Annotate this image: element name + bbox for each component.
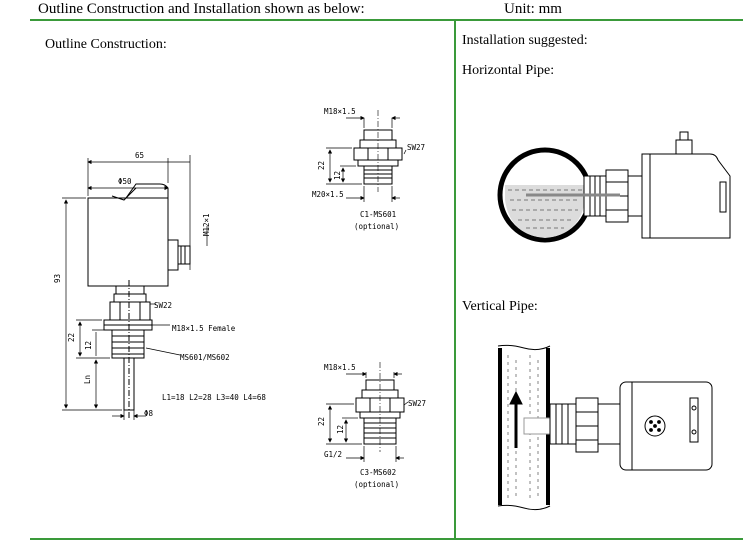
fitting-c3 bbox=[355, 362, 405, 452]
c3-dim-12: 12 bbox=[336, 425, 345, 434]
vertical-sensor-body bbox=[619, 381, 713, 471]
bottom-rule bbox=[30, 538, 743, 540]
dim-ln: Ln bbox=[83, 375, 92, 384]
dim-sw22: SW22 bbox=[154, 301, 172, 310]
c3-thread-bottom: G1/2 bbox=[324, 450, 342, 459]
c3-name: C3-MS602 bbox=[360, 468, 396, 477]
center-divider bbox=[454, 21, 456, 538]
c1-dim-12: 12 bbox=[333, 171, 342, 180]
vertical-hex-nut bbox=[575, 397, 599, 453]
label-lengths: L1=18 L2=28 L3=40 L4=68 bbox=[162, 393, 266, 402]
c1-thread-bottom: M20×1.5 bbox=[312, 190, 344, 199]
dim-93: 93 bbox=[53, 274, 62, 283]
c3-thread-top: M18×1.5 bbox=[324, 363, 356, 372]
dim-dia50: Φ50 bbox=[118, 177, 132, 186]
label-ms601-ms602: MS601/MS602 bbox=[180, 353, 230, 362]
flow-arrow-icon bbox=[509, 390, 523, 405]
c1-note: (optional) bbox=[354, 222, 399, 231]
unit-label: Unit: mm bbox=[504, 1, 562, 17]
sensor-outline bbox=[87, 183, 191, 420]
dim-65: 65 bbox=[135, 151, 144, 160]
header-title: Outline Construction and Installation sh… bbox=[38, 1, 365, 17]
dim-22: 22 bbox=[67, 333, 76, 342]
c1-dim-22: 22 bbox=[317, 161, 326, 170]
vertical-pipe-label: Vertical Pipe: bbox=[462, 299, 538, 314]
dim-12: 12 bbox=[84, 341, 93, 350]
horizontal-sensor-body bbox=[641, 153, 731, 239]
label-m18-female: M18×1.5 Female bbox=[172, 324, 236, 333]
c3-note: (optional) bbox=[354, 480, 399, 489]
dim-m12: M12×1 bbox=[202, 213, 211, 236]
c3-sw27: SW27 bbox=[408, 399, 426, 408]
c1-name: C1-MS601 bbox=[360, 210, 396, 219]
installation-title: Installation suggested: bbox=[462, 33, 588, 48]
c1-thread-top: M18×1.5 bbox=[324, 107, 356, 116]
horizontal-pipe-install bbox=[497, 131, 731, 243]
m12-connector bbox=[167, 239, 179, 271]
hex-nut-sw22 bbox=[109, 301, 151, 321]
fitting-c1 bbox=[353, 110, 403, 192]
outline-construction-title: Outline Construction: bbox=[45, 37, 167, 52]
dim-dia8: Φ8 bbox=[144, 409, 154, 418]
c3-dim-22: 22 bbox=[317, 417, 326, 426]
c1-sw27: SW27 bbox=[407, 143, 425, 152]
sensor-housing bbox=[87, 183, 169, 287]
top-rule bbox=[30, 19, 743, 21]
vertical-pipe-install bbox=[497, 344, 713, 511]
horizontal-pipe-label: Horizontal Pipe: bbox=[462, 63, 555, 78]
